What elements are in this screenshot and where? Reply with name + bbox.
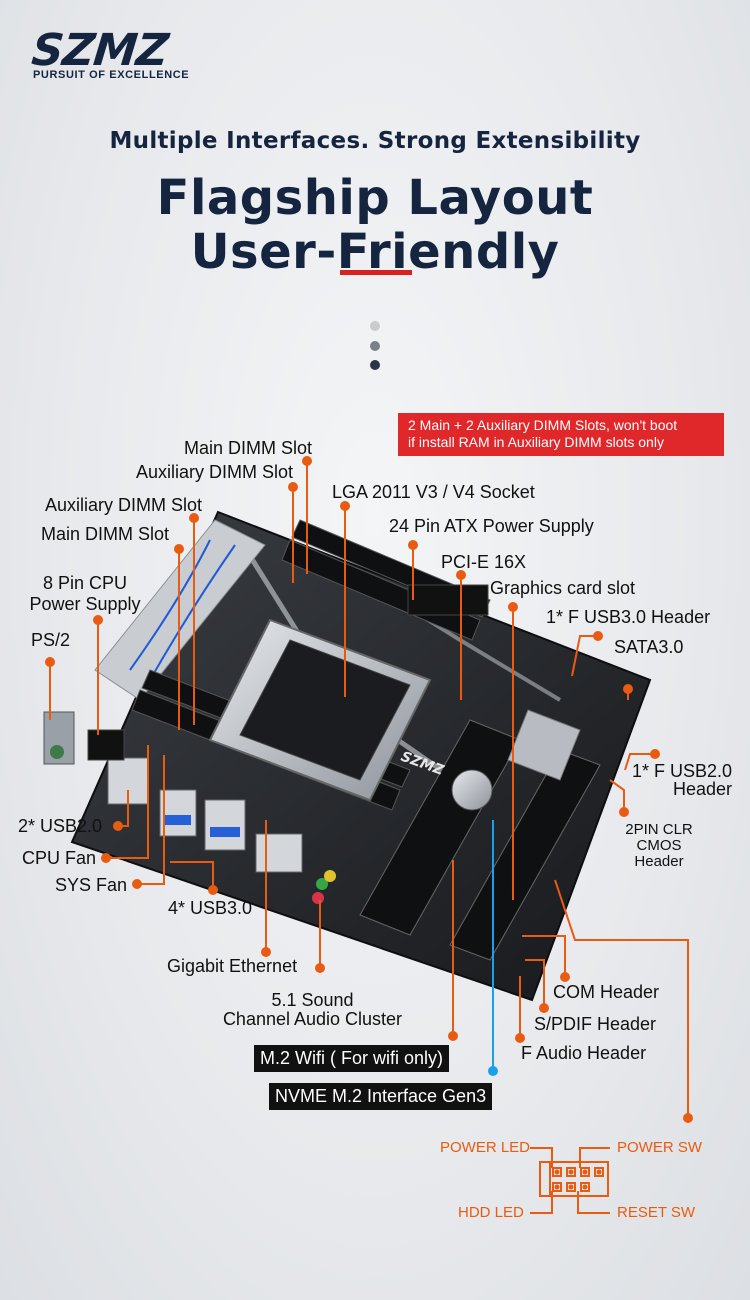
heatsink-blue-line — [129, 539, 211, 671]
label-hdd-led: HDD LED — [458, 1204, 524, 1221]
label-f-usb2-line-1: 1* F USB2.0 — [631, 761, 732, 781]
cmos-battery — [451, 769, 493, 811]
label-usb2: 2* USB2.0 — [18, 816, 103, 836]
subtitle: Multiple Interfaces. Strong Extensibilit… — [109, 128, 641, 154]
label-m2-wifi: M.2 Wifi ( For wifi only) — [254, 1045, 450, 1072]
leader-dots — [45, 456, 693, 1123]
pcie-slot — [449, 749, 601, 961]
atx-power-connector — [407, 584, 489, 616]
chipset-heatsink — [507, 709, 581, 781]
heatsink-blue-line — [149, 544, 236, 681]
dimm-notice: 2 Main + 2 Auxiliary DIMM Slots, won't b… — [398, 413, 724, 456]
audio-jack — [316, 878, 328, 890]
label-sata3: SATA3.0 — [614, 637, 684, 657]
label-audio-line-1: 5.1 Sound — [271, 990, 354, 1010]
audio-jack — [324, 870, 336, 882]
label-com-header: COM Header — [553, 982, 660, 1002]
pager-dot-2 — [370, 341, 380, 351]
front-panel-header — [530, 1147, 610, 1214]
label-aux-dimm-top: Auxiliary DIMM Slot — [136, 462, 294, 482]
label-nvme: NVME M.2 Interface Gen3 — [269, 1083, 493, 1110]
ps2-connector — [50, 745, 64, 759]
label-clr-cmos: 2PIN CLR CMOS Header — [604, 822, 714, 870]
usb3-port — [159, 789, 197, 837]
label-f-usb2: 1* F USB2.0 Header — [620, 762, 732, 798]
usb3-port-inner — [165, 815, 191, 825]
label-power-led: POWER LED — [440, 1139, 531, 1156]
label-lga-socket: LGA 2011 V3 / V4 Socket — [332, 482, 535, 502]
label-graphics-slot: Graphics card slot — [490, 578, 636, 598]
label-f-usb2-line-2: Header — [672, 779, 732, 799]
label-main-dimm-top: Main DIMM Slot — [184, 438, 313, 458]
title-line-2: User-Friendly — [190, 224, 560, 280]
label-gigabit: Gigabit Ethernet — [167, 956, 298, 976]
label-reset-sw: RESET SW — [617, 1204, 696, 1221]
label-f-audio-header: F Audio Header — [521, 1043, 647, 1063]
label-audio: 5.1 Sound Channel Audio Cluster — [200, 991, 425, 1029]
usb3-port-inner — [210, 827, 240, 837]
notice-line-1: 2 Main + 2 Auxiliary DIMM Slots, won't b… — [408, 417, 678, 433]
label-power-sw: POWER SW — [617, 1139, 702, 1156]
label-pcie-16x: PCI-E 16X — [441, 552, 527, 572]
label-f-usb3-header: 1* F USB3.0 Header — [546, 607, 711, 627]
label-cpu-power: 8 Pin CPU Power Supply — [20, 573, 150, 615]
title-accent-underline — [340, 270, 412, 275]
pager-dot-1 — [370, 321, 380, 331]
label-cpu-power-line-1: 8 Pin CPU — [42, 573, 128, 593]
title-line-1: Flagship Layout — [156, 170, 594, 226]
label-spdif-header: S/PDIF Header — [534, 1014, 657, 1034]
label-cpu-power-line-2: Power Supply — [29, 594, 141, 614]
label-atx-power: 24 Pin ATX Power Supply — [389, 516, 594, 536]
nvme-leader-dot — [488, 1066, 498, 1076]
label-clr-cmos-line-1: 2PIN CLR — [625, 821, 693, 838]
label-clr-cmos-line-2: CMOS — [636, 837, 682, 854]
label-clr-cmos-line-3: Header — [634, 853, 684, 870]
audio-jack — [312, 892, 324, 904]
label-ps2: PS/2 — [31, 630, 71, 650]
usb3-port — [204, 799, 246, 851]
label-usb3: 4* USB3.0 — [168, 898, 253, 918]
pager-dot-3 — [370, 360, 380, 370]
leader-lines — [49, 461, 689, 1117]
label-audio-line-2: Channel Audio Cluster — [222, 1009, 403, 1029]
logo-tagline: PURSUIT OF EXCELLENCE — [33, 69, 190, 81]
cpu-socket — [239, 639, 411, 781]
cpu-8pin-connector — [87, 729, 125, 761]
label-cpu-fan: CPU Fan — [22, 848, 97, 868]
ethernet-port — [255, 833, 303, 873]
label-main-dimm-left: Main DIMM Slot — [41, 524, 170, 544]
label-aux-dimm-left: Auxiliary DIMM Slot — [45, 495, 203, 515]
notice-line-2: if install RAM in Auxiliary DIMM slots o… — [408, 434, 664, 450]
label-sys-fan: SYS Fan — [55, 875, 128, 895]
